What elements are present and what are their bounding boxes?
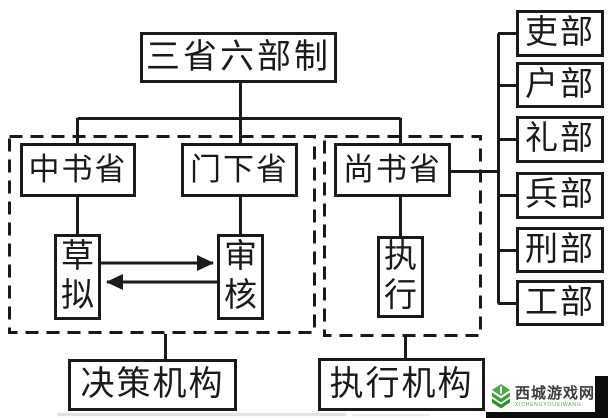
watermark-border [486,412,608,418]
dept-shangshusheng-box: 尚书省 [334,143,451,197]
function-execute-box: 执行 [377,236,424,318]
watermark-border [595,376,608,418]
ministry-hubu-box: 户部 [516,62,604,108]
executive-group-outline [323,135,482,337]
tree-connectors [76,32,516,359]
title-box: 三省六部制 [140,32,337,83]
decision-group-outline [8,135,316,334]
watermark-site-name: 西城游戏网 [515,385,596,402]
function-draft-box: 草拟 [54,234,101,320]
ministry-gongbu-box: 工部 [516,280,604,326]
ministry-libu-box: 吏部 [516,10,604,57]
scan-artifact [57,413,347,416]
function-review-box: 审核 [217,234,264,320]
scan-artifact [352,414,430,416]
decision-organ-box: 决策机构 [68,359,237,411]
executive-organ-box: 执行机构 [318,358,485,411]
watermark: 西城游戏网 XICHENGYOUXIWANG [486,381,595,412]
ministry-lipu-box: 礼部 [516,116,604,163]
dept-zhongshusheng-box: 中书省 [20,143,136,197]
watermark-site-romanized: XICHENGYOUXIWANG [515,402,582,408]
ministry-bingbu-box: 兵部 [516,172,604,219]
ministry-xingbu-box: 刑部 [516,227,604,273]
dept-menxiasheng-box: 门下省 [181,143,298,197]
watermark-logo-icon [492,383,510,408]
watermark-text: 西城游戏网 XICHENGYOUXIWANG [515,385,595,408]
